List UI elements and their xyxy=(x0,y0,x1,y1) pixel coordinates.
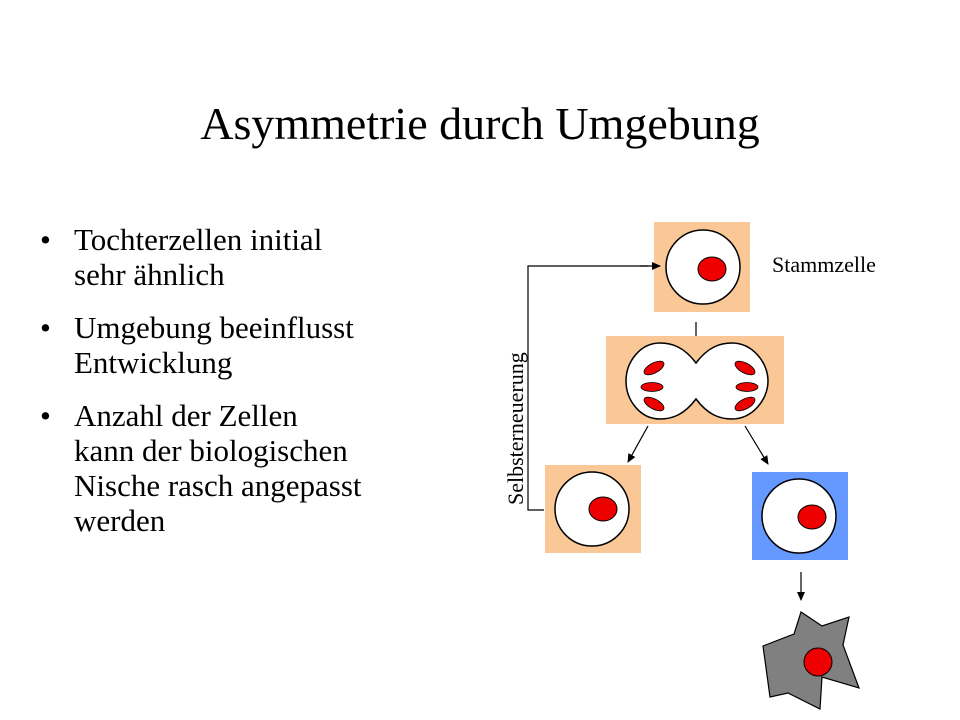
differentiated-cell-nucleus xyxy=(803,647,833,677)
bullet-text: Tochterzellen initial sehr ähnlich xyxy=(74,222,323,292)
chromosomes-right xyxy=(734,360,759,412)
bullet-text: Anzahl der Zellen kann der biologischen … xyxy=(74,398,362,538)
stem-cell-nucleus xyxy=(697,256,727,282)
self-renewal-label: Selbsterneuerung xyxy=(503,352,528,505)
daughter-stem-cell-nucleus xyxy=(588,496,618,522)
bullet-marker: • xyxy=(40,310,51,345)
bullet-item: • Umgebung beeinflusst Entwicklung xyxy=(40,310,490,380)
chromosomes-left xyxy=(640,360,665,412)
bullet-text: Umgebung beeinflusst Entwicklung xyxy=(74,310,354,380)
bullet-item: • Tochterzellen initial sehr ähnlich xyxy=(40,222,490,292)
differentiating-cell-nucleus xyxy=(797,504,827,530)
self-renewal-path xyxy=(527,265,648,511)
slide-title: Asymmetrie durch Umgebung xyxy=(200,98,760,149)
arrow-to-daughter-right xyxy=(744,425,769,465)
bullet-item: • Anzahl der Zellen kann der biologische… xyxy=(40,398,490,538)
stem-cell-label: Stammzelle xyxy=(772,252,876,277)
bullet-list: • Tochterzellen initial sehr ähnlich • U… xyxy=(40,222,490,556)
bullet-marker: • xyxy=(40,398,51,433)
arrow-to-daughter-left xyxy=(627,425,649,463)
bullet-marker: • xyxy=(40,222,51,257)
